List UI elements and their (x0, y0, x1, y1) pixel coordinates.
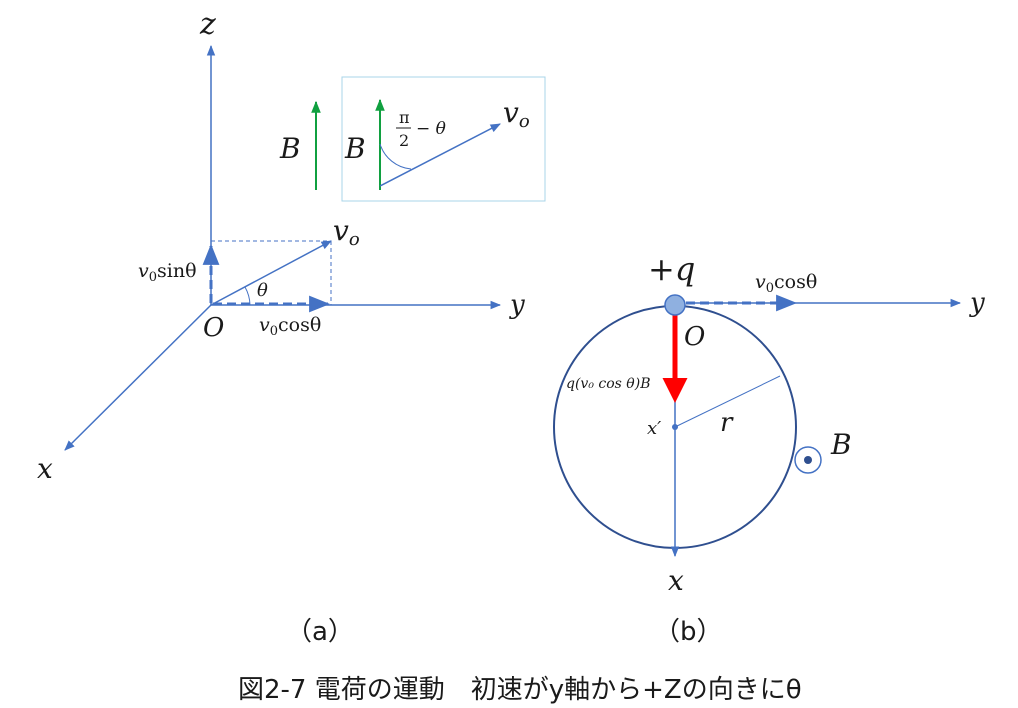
z-axis-label: z (199, 7, 216, 42)
origin-label-b: O (684, 322, 705, 352)
radius-label: r (720, 408, 734, 438)
origin-label: O (203, 313, 224, 343)
b-out-dot (804, 456, 812, 464)
inset-velocity-label: vo (503, 96, 530, 132)
force-label: q(v₀ cos θ)B (566, 376, 650, 392)
panel-a: z y x O vo θ v0sinθ v0cosθ B B π (37, 7, 546, 647)
b-field-label: B (279, 132, 301, 165)
velocity-vector (210, 240, 332, 306)
sin-component-label: v0sinθ (138, 260, 197, 285)
x-axis-label-b: x (668, 564, 684, 597)
inset-velocity-vector (379, 123, 501, 187)
inset-b-label: B (344, 132, 366, 165)
inset-angle-numerator: π (399, 108, 410, 127)
velocity-label-b: v0cosθ (755, 271, 817, 296)
y-axis-label-b: y (969, 288, 985, 318)
cos-component-label: v0cosθ (259, 314, 321, 339)
b-field-label-b: B (830, 428, 852, 461)
b-field-out-of-page-icon (794, 446, 822, 474)
x-axis-label: x (37, 452, 53, 485)
center-label: x′ (647, 418, 661, 439)
inset-border (341, 76, 546, 202)
radius-line (674, 375, 781, 428)
caption-b: （b） (654, 617, 723, 647)
theta-arc (244, 286, 251, 306)
theta-label: θ (257, 280, 268, 301)
inset-box: B π 2 − θ vo (341, 76, 546, 202)
x-axis (64, 304, 212, 451)
inset-angle-denominator: 2 (399, 131, 409, 150)
inset-angle-arc (379, 143, 412, 170)
figure-caption: 図2-7 電荷の運動 初速がy軸から+Zの向きにθ (238, 675, 802, 705)
charge-label: +q (648, 250, 695, 288)
caption-a: （a） (286, 617, 354, 647)
panel-b: y x v0cosθ +q O q(v₀ cos θ)B x′ r B （b） (553, 250, 985, 647)
charge-particle (664, 294, 686, 316)
velocity-label: vo (333, 214, 360, 250)
inset-angle-rest: − θ (416, 119, 446, 139)
y-axis-label: y (509, 290, 525, 320)
